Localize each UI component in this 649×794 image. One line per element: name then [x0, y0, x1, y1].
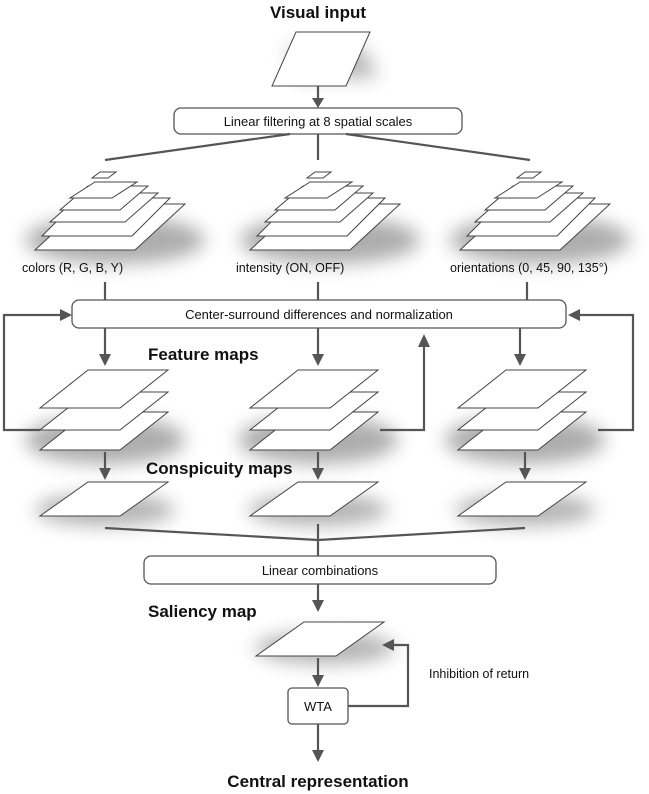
orientations-pyramid: [450, 171, 630, 264]
linear-filtering-label: Linear filtering at 8 spatial scales: [224, 114, 413, 129]
intensity-pyramid: [240, 171, 420, 264]
center-surround-box: Center-surround differences and normaliz…: [71, 299, 567, 329]
wta-label: WTA: [304, 699, 332, 714]
wta-box: WTA: [287, 687, 349, 725]
feature-maps-title: Feature maps: [148, 345, 259, 364]
visual-input-map: [271, 31, 378, 87]
saliency-map-title: Saliency map: [148, 602, 257, 621]
orientations-conspicuity-map: [455, 481, 595, 526]
linear-combinations-label: Linear combinations: [262, 563, 379, 578]
central-representation-title: Central representation: [227, 772, 408, 791]
inhibition-of-return-label: Inhibition of return: [429, 667, 529, 681]
linear-combinations-box: Linear combinations: [143, 555, 497, 585]
center-surround-label: Center-surround differences and normaliz…: [185, 307, 453, 322]
colors-feature-maps: [25, 369, 185, 464]
orientations-label: orientations (0, 45, 90, 135°): [450, 261, 608, 275]
intensity-conspicuity-map: [248, 481, 388, 526]
intensity-label: intensity (ON, OFF): [236, 261, 344, 275]
colors-pyramid: [25, 171, 205, 264]
visual-input-title: Visual input: [270, 3, 366, 22]
saliency-map: [254, 621, 395, 664]
colors-label: colors (R, G, B, Y): [22, 261, 123, 275]
colors-conspicuity-map: [35, 481, 175, 526]
intensity-feature-maps: [238, 369, 398, 464]
linear-filtering-box: Linear filtering at 8 spatial scales: [173, 107, 463, 135]
conspicuity-maps-title: Conspicuity maps: [146, 459, 292, 478]
orientations-feature-maps: [445, 369, 605, 464]
